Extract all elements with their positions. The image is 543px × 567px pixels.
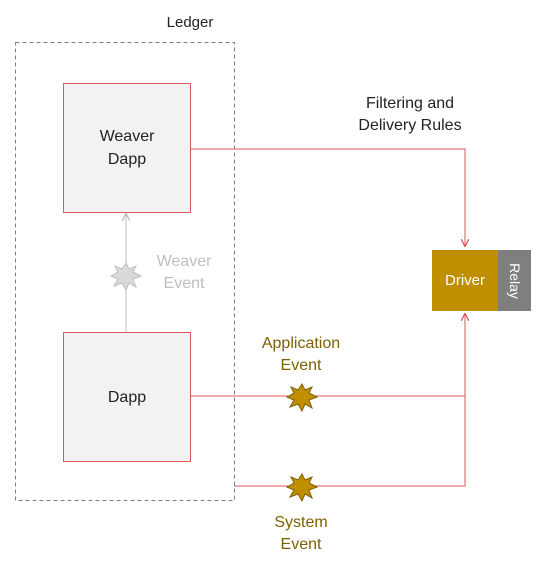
dapp-box[interactable]: Dapp [63,332,191,462]
system-event-burst-icon [285,473,319,503]
ledger-boundary [15,42,235,501]
filtering-delivery-rules-label: Filtering and Delivery Rules [358,95,462,134]
application-event-label: Application Event [261,335,341,374]
driver-label: Driver [445,272,485,289]
driver-box[interactable]: Driver [432,250,498,311]
dapp-label: Dapp [107,388,147,406]
weaver-dapp-label: Weaver Dapp [99,128,155,168]
ledger-label: Ledger [166,14,214,31]
connector-ledger-to-driver [234,396,466,487]
application-event-burst-icon [285,383,319,413]
weaver-event-label: Weaver Event [156,253,212,292]
relay-label: Relay [506,262,523,299]
system-event-label: System Event [274,514,328,553]
connector-weaver-dapp-to-driver [190,148,465,246]
weaver-event-burst-icon [109,262,143,292]
relay-box[interactable]: Relay [498,250,531,311]
weaver-dapp-box[interactable]: Weaver Dapp [63,83,191,213]
